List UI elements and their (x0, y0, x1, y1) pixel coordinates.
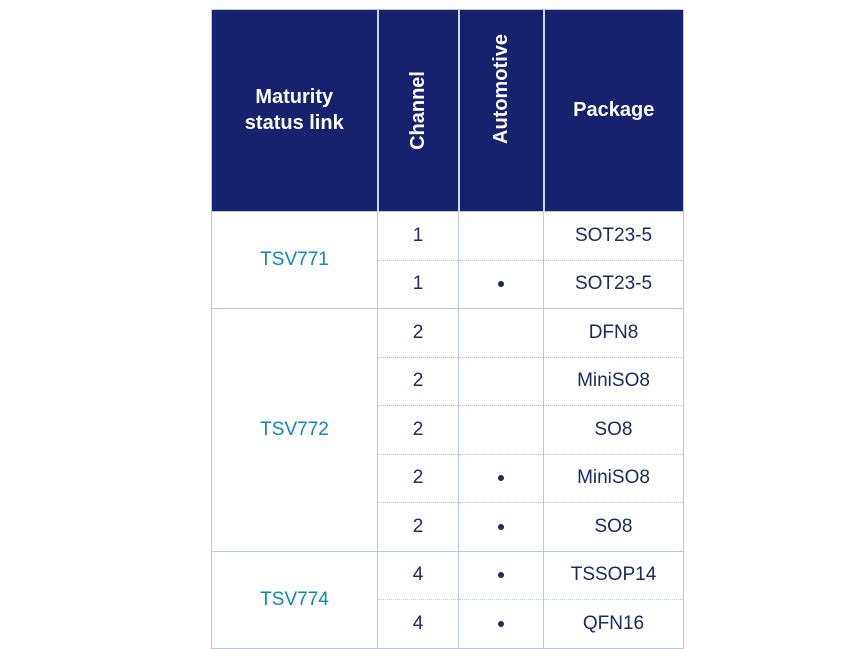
cell-channel: 2 (377, 357, 459, 406)
device-link-tsv774[interactable]: TSV774 (211, 551, 378, 649)
table-row: TSV771 1 SOT23-5 (211, 211, 684, 309)
cell-channel: 4 (377, 551, 459, 600)
table-row: 2 SO8 (212, 405, 684, 455)
cell-channel: 1 (377, 211, 459, 261)
cell-automotive (458, 357, 544, 406)
cell-automotive (458, 502, 544, 552)
table-header: Maturity status link Channel Automotive … (211, 9, 684, 212)
device-link-tsv771[interactable]: TSV771 (211, 211, 378, 309)
table-row: 2 MiniSO8 (212, 357, 684, 406)
channel-header-rotation-wrap: Channel (379, 10, 458, 211)
cell-channel: 2 (377, 405, 459, 455)
cell-channel: 1 (377, 260, 459, 309)
column-header-maturity-line2: status link (244, 111, 344, 134)
cell-channel: 2 (377, 454, 459, 503)
cell-channel: 4 (377, 599, 459, 648)
cell-package: MiniSO8 (543, 357, 684, 406)
cell-package: SOT23-5 (543, 260, 684, 309)
cell-channel: 2 (377, 308, 459, 358)
cell-package: SOT23-5 (543, 211, 684, 261)
cell-package: SO8 (543, 405, 684, 455)
cell-package: TSSOP14 (543, 551, 684, 600)
cell-package: SO8 (543, 502, 684, 552)
table-row: 2 MiniSO8 (212, 454, 684, 503)
column-header-automotive-label: Automotive (490, 34, 512, 144)
column-header-channel: Channel (377, 9, 460, 212)
cell-package: QFN16 (543, 599, 684, 648)
cell-automotive (458, 551, 544, 600)
cell-automotive (458, 308, 544, 358)
table-row: 4 QFN16 (212, 599, 684, 648)
column-header-automotive: Automotive (458, 9, 545, 212)
automotive-dot-icon (498, 523, 504, 530)
cell-automotive (458, 454, 544, 503)
product-selection-table-container: Maturity status link Channel Automotive … (211, 9, 684, 649)
cell-channel: 2 (377, 502, 459, 552)
table-row: TSV772 2 DFN8 (211, 308, 684, 552)
header-row: Maturity status link Channel Automotive … (211, 9, 684, 212)
cell-package: MiniSO8 (543, 454, 684, 503)
cell-automotive (458, 211, 544, 261)
column-header-maturity-line1: Maturity (255, 85, 334, 108)
table-row: 2 SO8 (212, 502, 684, 552)
automotive-dot-icon (498, 620, 504, 627)
cell-automotive (458, 599, 544, 648)
cell-automotive (458, 260, 544, 309)
automotive-header-rotation-wrap: Automotive (460, 10, 543, 211)
table-row: TSV774 4 TSSOP14 (211, 551, 684, 649)
automotive-dot-icon (498, 475, 504, 482)
cell-automotive (458, 405, 544, 455)
device-link-tsv772[interactable]: TSV772 (211, 308, 378, 552)
table-body: TSV771 1 SOT23-5 1 SOT23-5 TSV772 2 DFN8… (211, 211, 684, 649)
column-header-package: Package (543, 9, 684, 212)
automotive-dot-icon (498, 281, 504, 288)
column-header-package-label: Package (573, 98, 655, 121)
table-row: 1 SOT23-5 (212, 260, 684, 309)
product-selection-table: Maturity status link Channel Automotive … (211, 9, 684, 649)
cell-package: DFN8 (543, 308, 684, 358)
column-header-channel-label: Channel (407, 71, 429, 150)
column-header-maturity-status-link: Maturity status link (211, 9, 379, 212)
automotive-dot-icon (498, 572, 504, 579)
